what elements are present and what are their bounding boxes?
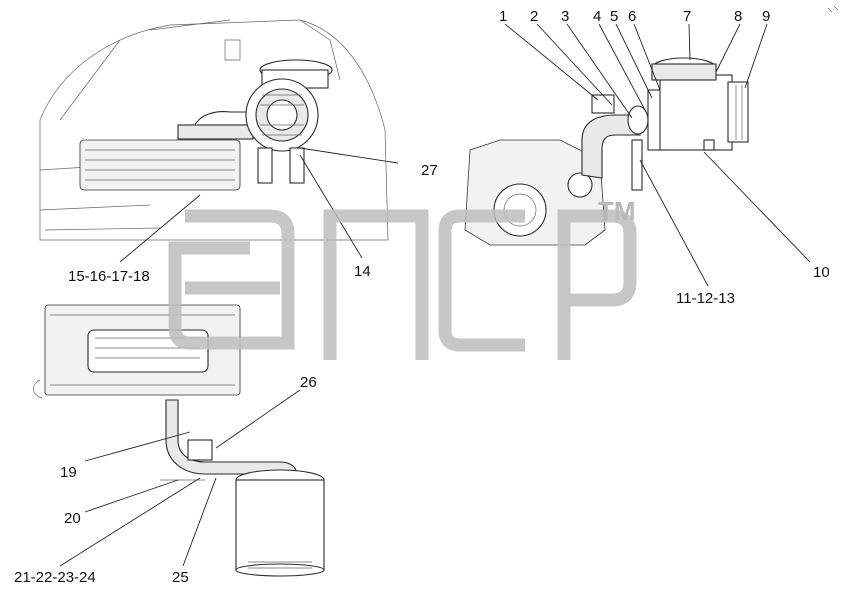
cab-installation-view: [39, 19, 389, 241]
callout-6: 6: [628, 8, 636, 25]
corner-marks: [827, 5, 839, 13]
callout-2: 2: [530, 8, 538, 25]
leader-lines: [59, 23, 811, 567]
callout-labels: 1 2 3 4 5 6 7 8 9 10 11-12-13 14 15-16-1…: [14, 8, 830, 586]
callout-3: 3: [561, 8, 569, 25]
callout-27: 27: [421, 162, 438, 179]
callout-4: 4: [593, 8, 601, 25]
callout-7: 7: [683, 8, 691, 25]
watermark-logo: TM: [168, 196, 637, 360]
callout-20: 20: [64, 510, 81, 527]
callout-26: 26: [300, 374, 317, 391]
callout-25: 25: [172, 569, 189, 586]
callout-15-16-17-18: 15-16-17-18: [68, 268, 150, 285]
callout-19: 19: [60, 464, 77, 481]
engine-lower-view: [33, 304, 325, 577]
callout-11-12-13: 11-12-13: [676, 290, 735, 307]
callout-1: 1: [499, 8, 507, 25]
callout-10: 10: [813, 264, 830, 281]
watermark-tm: TM: [598, 196, 636, 226]
callout-8: 8: [734, 8, 742, 25]
callout-9: 9: [762, 8, 770, 25]
callout-21-22-23-24: 21-22-23-24: [14, 569, 96, 586]
callout-5: 5: [610, 8, 618, 25]
callout-14: 14: [354, 263, 371, 280]
